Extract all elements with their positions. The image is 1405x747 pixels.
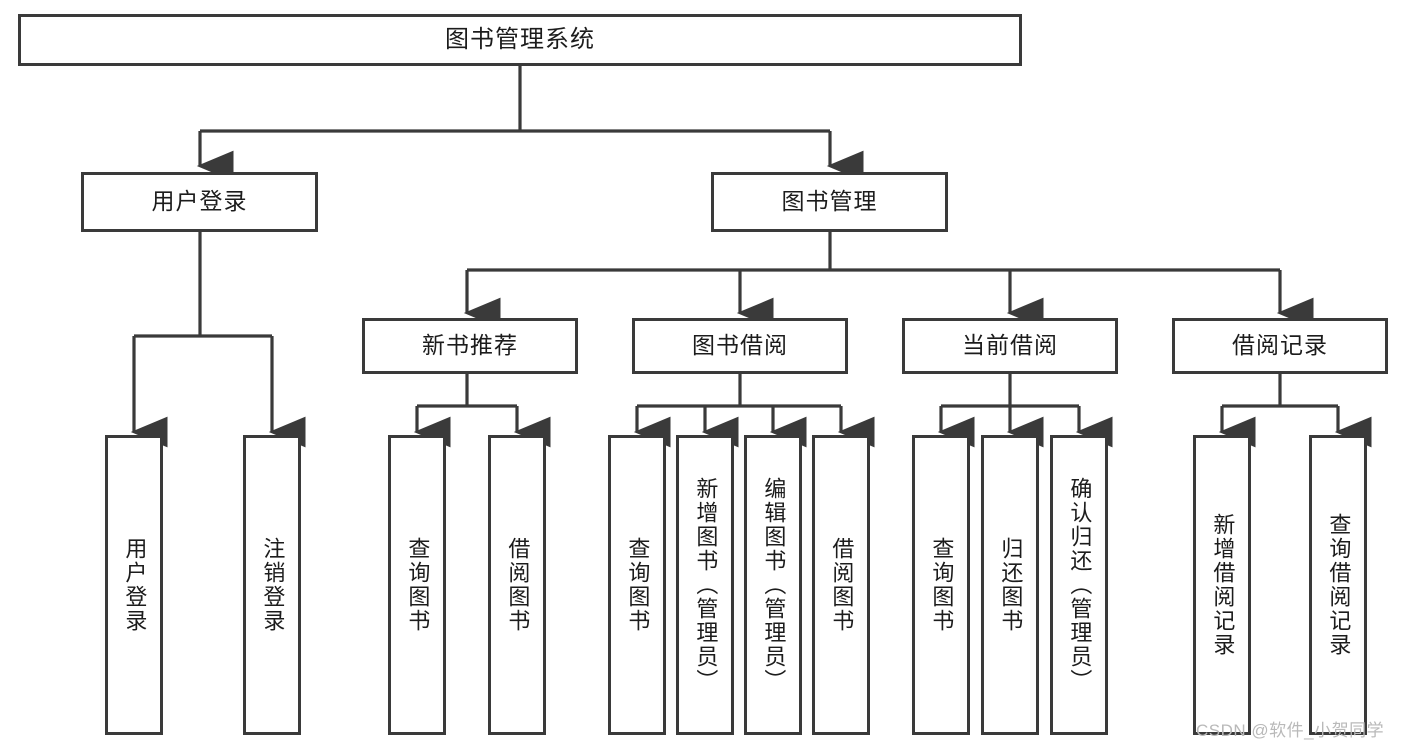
leaf-new-book-borrow[interactable]: 借阅图书	[488, 435, 546, 735]
node-label: 新增借阅记录	[1210, 513, 1236, 657]
node-label: 查询图书	[625, 537, 651, 633]
node-borrow-record[interactable]: 借阅记录	[1172, 318, 1388, 374]
leaf-borrow-borrow-book[interactable]: 借阅图书	[812, 435, 870, 735]
node-label: 图书管理	[781, 188, 878, 215]
node-label: 图书管理系统	[445, 25, 595, 53]
leaf-current-query-book[interactable]: 查询图书	[912, 435, 970, 735]
node-user-login[interactable]: 用户登录	[81, 172, 318, 232]
node-new-book-recommend[interactable]: 新书推荐	[362, 318, 578, 374]
leaf-record-query[interactable]: 查询借阅记录	[1309, 435, 1367, 735]
node-label: 新增图书（管理员）	[693, 477, 719, 693]
leaf-borrow-edit-book[interactable]: 编辑图书（管理员）	[744, 435, 802, 735]
csdn-watermark: CSDN @软件_小贺同学	[1196, 721, 1385, 740]
node-label: 注销登录	[260, 537, 286, 633]
node-label: 借阅记录	[1232, 332, 1328, 359]
leaf-borrow-query-book[interactable]: 查询图书	[608, 435, 666, 735]
leaf-user-login-logout[interactable]: 注销登录	[243, 435, 301, 735]
node-label: 确认归还（管理员）	[1067, 477, 1093, 693]
node-book-borrow[interactable]: 图书借阅	[632, 318, 848, 374]
leaf-new-book-query[interactable]: 查询图书	[388, 435, 446, 735]
node-label: 新书推荐	[422, 332, 518, 359]
node-label: 用户登录	[151, 188, 248, 215]
node-current-borrow[interactable]: 当前借阅	[902, 318, 1118, 374]
node-label: 查询图书	[405, 537, 431, 633]
node-label: 查询图书	[929, 537, 955, 633]
node-label: 图书借阅	[692, 332, 788, 359]
leaf-user-login-login[interactable]: 用户登录	[105, 435, 163, 735]
node-label: 归还图书	[998, 537, 1024, 633]
leaf-record-add[interactable]: 新增借阅记录	[1193, 435, 1251, 735]
node-label: 借阅图书	[829, 537, 855, 633]
node-root-system[interactable]: 图书管理系统	[18, 14, 1022, 66]
leaf-current-confirm-return[interactable]: 确认归还（管理员）	[1050, 435, 1108, 735]
leaf-borrow-add-book[interactable]: 新增图书（管理员）	[676, 435, 734, 735]
node-label: 用户登录	[122, 537, 148, 633]
node-label: 借阅图书	[505, 537, 531, 633]
node-book-management[interactable]: 图书管理	[711, 172, 948, 232]
node-label: 查询借阅记录	[1326, 513, 1352, 657]
node-label: 编辑图书（管理员）	[761, 477, 787, 693]
node-label: 当前借阅	[962, 332, 1058, 359]
leaf-current-return-book[interactable]: 归还图书	[981, 435, 1039, 735]
